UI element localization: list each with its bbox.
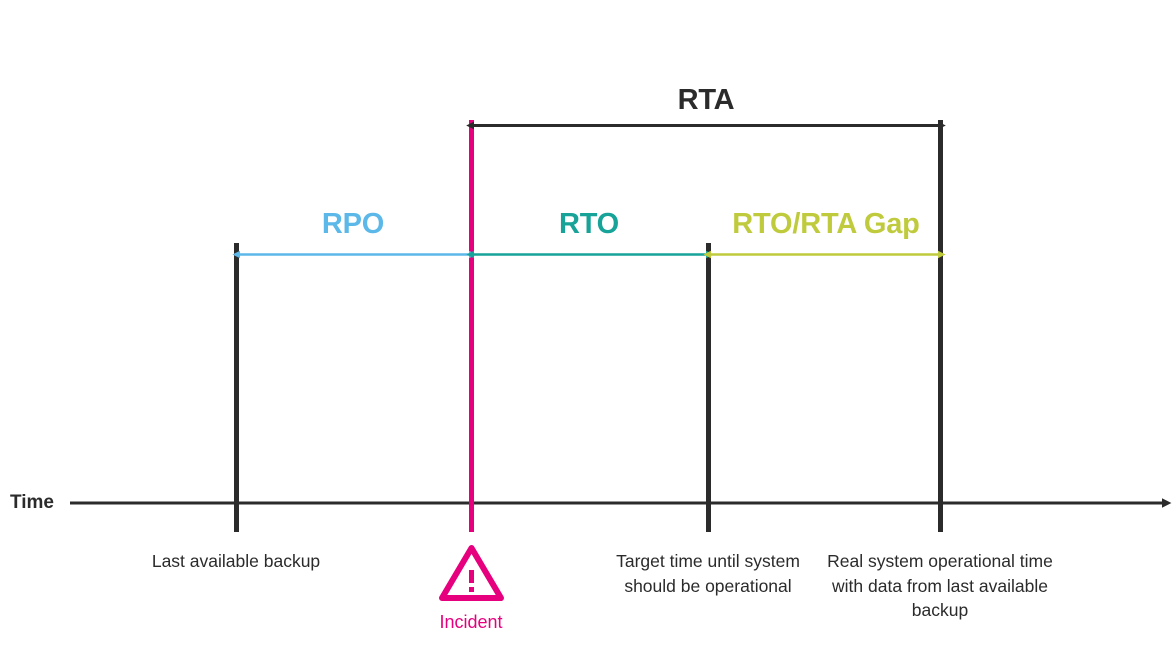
event-caption-real-system-time: Real system operational time with data f… [827,551,1053,620]
event-caption-incident: Incident [439,612,503,632]
event-marker-lines [234,120,943,532]
event-caption-last-available-backup: Last available backup [151,551,321,571]
warning-triangle-icon [439,545,504,601]
segment-label-rto-rta-gap: RTO/RTA Gap [732,208,920,240]
segment-label-rpo: RPO [321,208,385,240]
segment-label-rta: RTA [677,84,735,116]
time-axis-label: Time [10,492,55,513]
segment-label-rto: RTO [558,208,620,240]
warning-exclamation-dot [469,587,474,592]
event-caption-target-time: Target time until system should be opera… [616,551,800,596]
warning-triangle-outline [439,545,504,601]
